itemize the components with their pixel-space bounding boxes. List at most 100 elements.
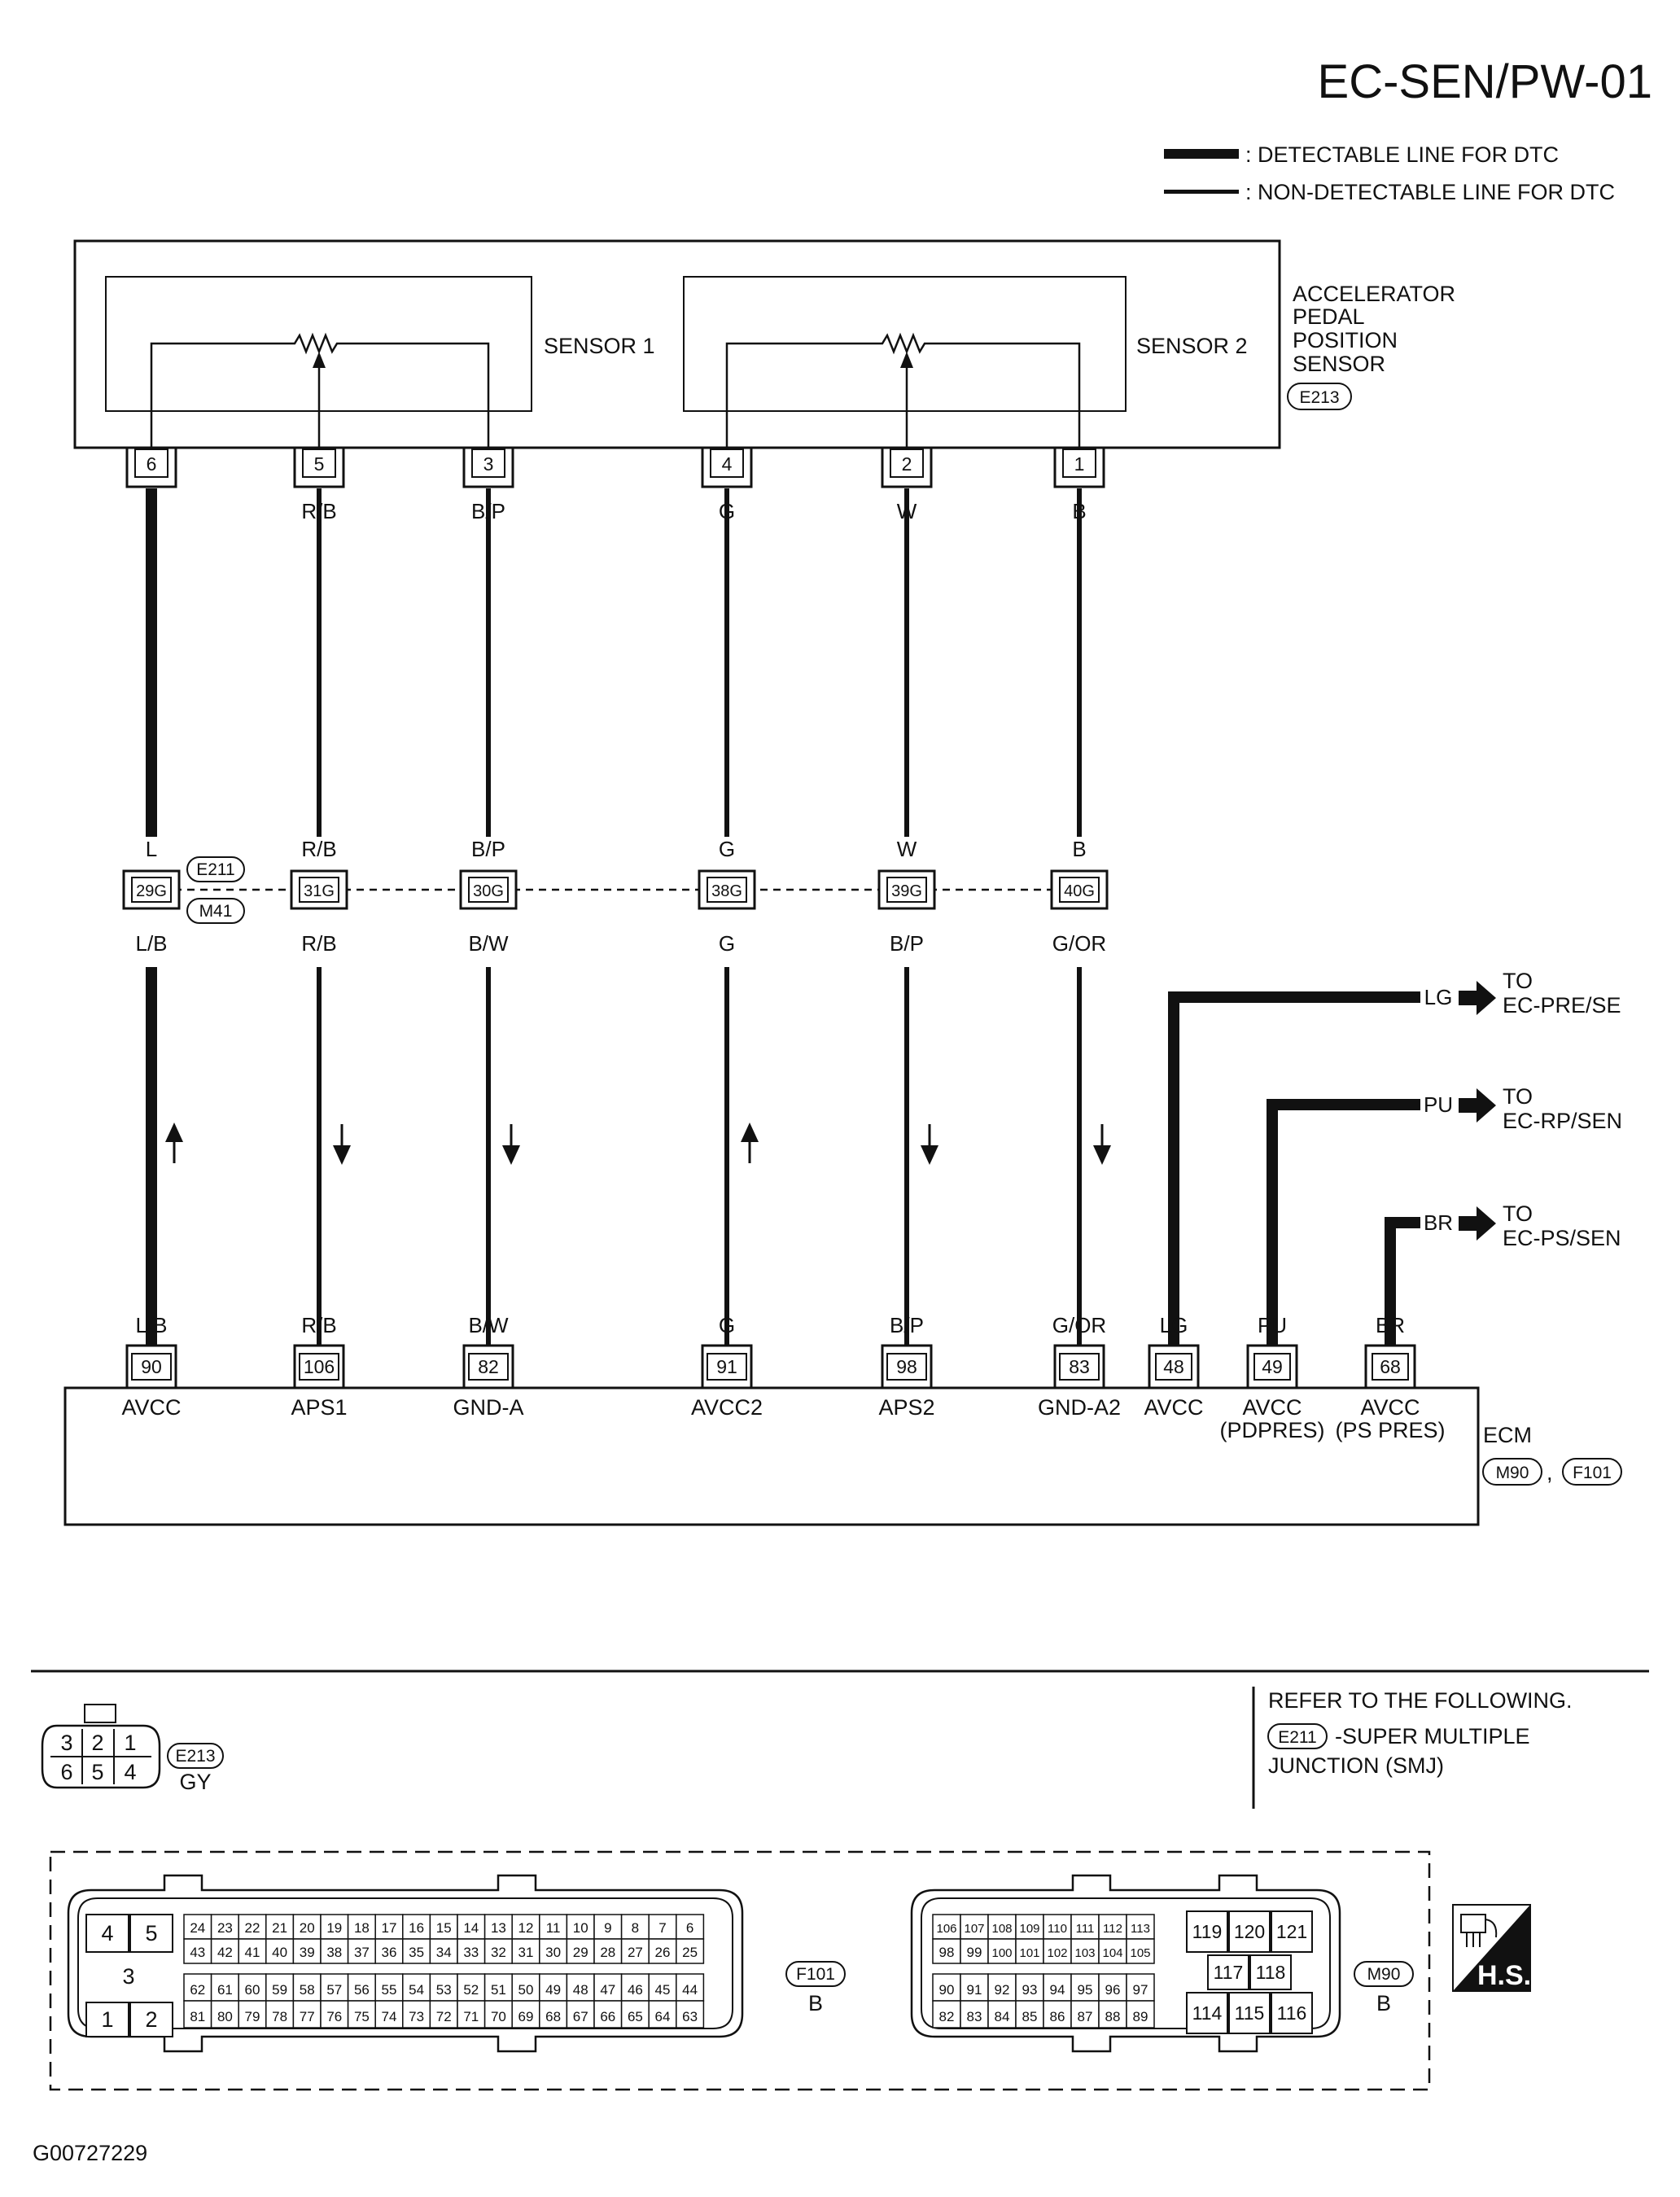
ecm-signal-label: AVCC2 — [691, 1395, 763, 1420]
f101-cavity-37-box — [347, 1938, 376, 1964]
m90-cavity-89: 89 — [1133, 2009, 1148, 2024]
feed-pu-dest: EC-RP/SEN — [1503, 1109, 1622, 1133]
ecm-pin-98[interactable]: 98 — [881, 1344, 933, 1388]
f101-cavity-17: 17 — [382, 1920, 397, 1936]
f101-cavity-80-box — [210, 2000, 239, 2029]
connector-code-m41[interactable]: M41 — [186, 898, 245, 924]
sensor-wire-color: W — [897, 499, 917, 523]
e213-code-oval — [167, 1743, 224, 1769]
e213-cavity-6: 6 — [60, 1760, 72, 1784]
sensor-pin-1[interactable]: 1 — [1053, 448, 1105, 488]
sensor-pin-2[interactable]: 2 — [881, 448, 933, 488]
ecm-pin-90[interactable]: 90 — [125, 1344, 177, 1388]
m90-cavity-82: 82 — [939, 2009, 955, 2024]
junction-cavity-39G[interactable]: 39G — [877, 869, 936, 910]
f101-cavity-63: 63 — [682, 2009, 698, 2024]
f101-cavity-37: 37 — [354, 1945, 370, 1960]
m90-cavity-109: 109 — [1019, 1922, 1039, 1936]
f101-cavity-31: 31 — [518, 1945, 534, 1960]
wire-columns: 6LL29GL/BL/B90AVCC5R/BR/B31GR/BR/B106APS… — [121, 448, 1121, 1420]
f101-cavity-28: 28 — [600, 1945, 615, 1960]
m90-cavity-103: 103 — [1074, 1946, 1095, 1960]
ecm-pin-82[interactable]: 82 — [462, 1344, 514, 1388]
signal-arrow-up-icon — [741, 1123, 759, 1142]
ecm-pin-91[interactable]: 91 — [701, 1344, 753, 1388]
ecm-signal-49: AVCC — [1242, 1395, 1302, 1420]
f101-cavity-54: 54 — [409, 1982, 424, 1998]
sensor-pin-number: 6 — [147, 453, 157, 475]
connector-code-f101-ecm[interactable]: F101 — [1562, 1458, 1622, 1486]
sensor-pin-number: 3 — [483, 453, 494, 475]
ecm-pin-49[interactable]: PU 49 — [1246, 1313, 1298, 1388]
f101-cavity-47-box — [593, 1973, 623, 2002]
ecm-signal-label: AVCC — [121, 1395, 181, 1420]
m90-cavity-120: 120 — [1234, 1921, 1265, 1942]
ecm-pin-number: 90 — [141, 1356, 162, 1377]
ecm-pin-106[interactable]: 106 — [293, 1344, 345, 1388]
feed-wire-pu — [1267, 1099, 1420, 1346]
sensor-pin-6[interactable]: 6 — [125, 448, 177, 488]
junction-cavity-number: 38G — [711, 882, 742, 900]
f101-cavity-21-box — [265, 1914, 295, 1940]
f101-cavity-41-box — [238, 1938, 267, 1964]
f101-cavity-33: 33 — [463, 1945, 479, 1960]
f101-cavity-68: 68 — [545, 2009, 561, 2024]
ecm-pin-number: 83 — [1069, 1356, 1090, 1377]
ecm-wire-color: G/OR — [1052, 1313, 1106, 1337]
sensor-pin-4[interactable]: 4 — [701, 448, 753, 488]
m90-cavity-105-box — [1126, 1938, 1155, 1964]
refer-heading: REFER TO THE FOLLOWING. — [1268, 1688, 1573, 1713]
f101-cavity-34-box — [429, 1938, 458, 1964]
m90-face-code: M90 — [1367, 1965, 1401, 1984]
f101-cavity-70: 70 — [491, 2009, 506, 2024]
f101-cavity-11: 11 — [546, 1920, 561, 1936]
ecm-pin-48[interactable]: LG 48 — [1148, 1313, 1200, 1388]
f101-code-oval — [785, 1961, 846, 1987]
e213-face-color: GY — [179, 1770, 211, 1794]
ecm-pin-68[interactable]: BR 68 — [1364, 1313, 1416, 1388]
f101-cavity-49-box — [539, 1973, 568, 2002]
connector-code-m90-ecm[interactable]: M90 — [1482, 1458, 1542, 1486]
sensor-wire-color: L — [146, 499, 157, 523]
ecm-code-separator: , — [1547, 1460, 1553, 1485]
m90-cavity-93-box — [1015, 1973, 1044, 2002]
junction-cavity-38G[interactable]: 38G — [698, 869, 756, 910]
junction-cavity-40G[interactable]: 40G — [1050, 869, 1109, 910]
f101-cavity-12: 12 — [518, 1920, 534, 1936]
f101-cavity-66-box — [593, 2000, 623, 2029]
f101-cavity-76: 76 — [326, 2009, 342, 2024]
f101-cavity-73: 73 — [409, 2009, 424, 2024]
f101-cavity-78: 78 — [272, 2009, 287, 2024]
junction-cavity-31G[interactable]: 31G — [290, 869, 348, 910]
f101-cavity-19: 19 — [326, 1920, 342, 1936]
f101-cavity-25-box — [676, 1938, 705, 1964]
refer-code-e211[interactable]: E211 — [1267, 1723, 1328, 1749]
f101-cavity-79: 79 — [245, 2009, 260, 2024]
f101-cavity-30-box — [539, 1938, 568, 1964]
f101-cavity-2: 2 — [145, 2007, 157, 2032]
m90-cavity-85: 85 — [1022, 2009, 1038, 2024]
f101-cavity-62: 62 — [190, 1982, 205, 1998]
junction-cavity-29G[interactable]: 29G — [122, 869, 181, 910]
f101-cavity-3: 3 — [122, 1964, 134, 1989]
connector-code-e213[interactable]: E213 — [1287, 383, 1352, 410]
sensor2-circuit — [725, 332, 1081, 453]
sensor2-wiper-arrow — [900, 352, 913, 368]
ecm-pin-83[interactable]: 83 — [1053, 1344, 1105, 1388]
sensor-pin-3[interactable]: 3 — [462, 448, 514, 488]
connector-e213-face[interactable]: 3 2 1 6 5 4 — [41, 1704, 161, 1789]
connector-code-e211[interactable]: E211 — [186, 856, 245, 882]
feed-wire-br — [1385, 1217, 1420, 1346]
f101-cavity-48: 48 — [573, 1982, 588, 1998]
f101-cavity-10: 10 — [573, 1920, 588, 1936]
f101-cavity-71: 71 — [463, 2009, 479, 2024]
component-name-line1: ACCELERATOR — [1293, 282, 1455, 306]
f101-cavity-66: 66 — [600, 2009, 615, 2024]
sensor-pin-5[interactable]: 5 — [293, 448, 345, 488]
junction-cavity-30G[interactable]: 30G — [459, 869, 518, 910]
f101-cavity-56: 56 — [354, 1982, 370, 1998]
